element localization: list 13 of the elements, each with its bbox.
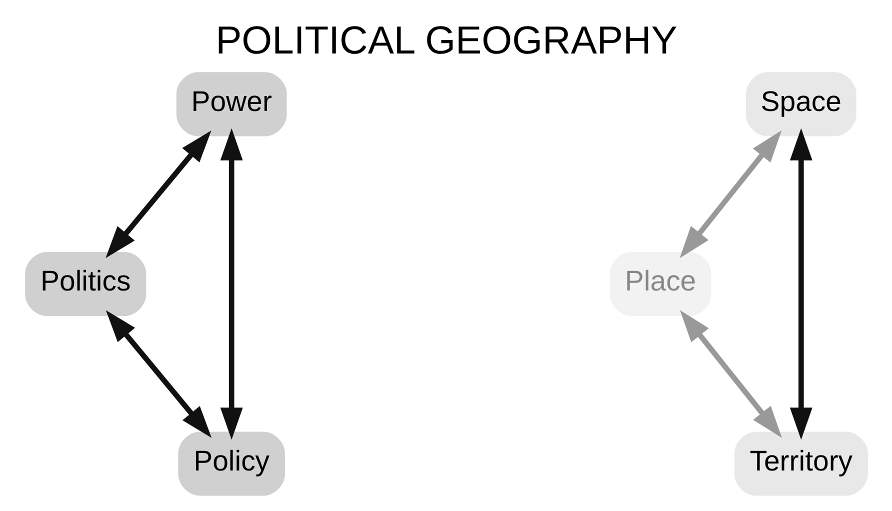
arrow xyxy=(220,128,242,440)
diagram-title: POLITICAL GEOGRAPHY xyxy=(215,20,677,63)
arrow xyxy=(789,128,812,440)
node-box: Power xyxy=(176,72,286,136)
arrow xyxy=(679,310,782,438)
node-box: Territory xyxy=(734,432,868,496)
node-box: Space xyxy=(745,72,856,136)
node-box: Politics xyxy=(24,252,146,316)
arrow xyxy=(105,130,211,258)
node-box: Policy xyxy=(178,432,284,496)
arrow xyxy=(105,310,212,438)
node-box: Place xyxy=(609,252,711,316)
arrow xyxy=(679,130,782,258)
